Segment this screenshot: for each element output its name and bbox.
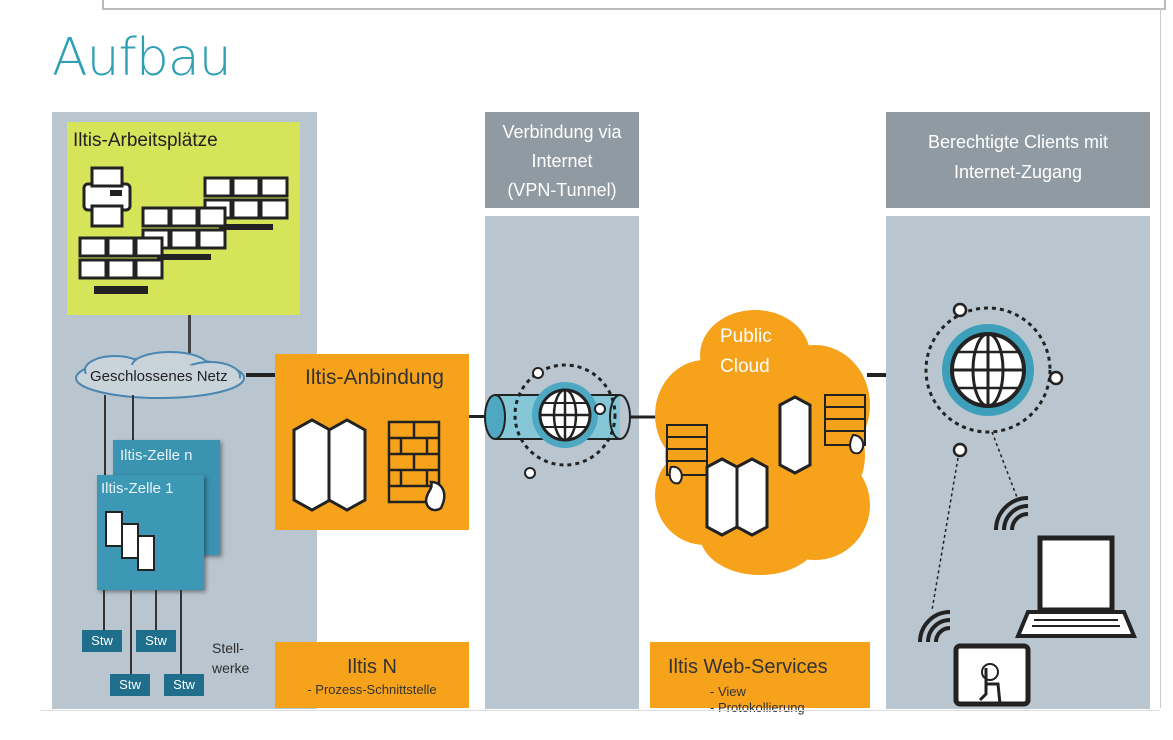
cell-n-label: Iltis-Zelle n bbox=[120, 447, 193, 464]
firewall-icon bbox=[666, 424, 708, 485]
right-frame-line bbox=[1160, 8, 1161, 708]
clients-header bbox=[886, 112, 1150, 208]
clients-header-line1: Berechtigte Clients mit bbox=[927, 132, 1109, 152]
public-cloud-line2: Cloud bbox=[720, 356, 770, 377]
server-icon bbox=[705, 395, 812, 537]
printer-icon bbox=[82, 166, 132, 228]
firewall-icon bbox=[824, 394, 866, 455]
connector-line bbox=[130, 590, 132, 675]
cell-1-label: Iltis-Zelle 1 bbox=[101, 480, 174, 497]
web-services-item2: - Protokollierung bbox=[710, 700, 805, 715]
page-title: Aufbau bbox=[52, 28, 232, 88]
connector-line bbox=[469, 415, 494, 418]
firewall-icon bbox=[387, 420, 446, 512]
vpn-header bbox=[485, 112, 639, 208]
anbindung-label: Iltis-Anbindung bbox=[305, 366, 444, 389]
stellwerke-label-line1: Stell- bbox=[212, 640, 244, 656]
wifi-icon bbox=[918, 610, 951, 643]
web-services-item1: - View bbox=[710, 684, 746, 699]
connector-line bbox=[246, 373, 276, 377]
connector-line bbox=[104, 395, 106, 485]
laptop-icon bbox=[1015, 535, 1137, 638]
workstations-label: Iltis-Arbeitsplätze bbox=[73, 130, 218, 151]
iltis-n-title: Iltis N bbox=[347, 656, 397, 678]
tablet-icon bbox=[953, 643, 1031, 707]
servers-icon bbox=[105, 511, 155, 571]
public-cloud-line1: Public bbox=[720, 326, 772, 347]
connector-line bbox=[188, 315, 191, 353]
closed-network-label: Geschlossenes Netz bbox=[90, 368, 228, 385]
iltis-n-subtitle: - Prozess-Schnittstelle bbox=[307, 682, 437, 697]
monitor-group-icon bbox=[78, 236, 164, 294]
workstations-icons bbox=[78, 166, 289, 294]
stw-box: Stw bbox=[82, 630, 122, 652]
clients-header-line2: Internet-Zugang bbox=[953, 162, 1083, 182]
globe-icon bbox=[942, 324, 1034, 416]
wifi-icon bbox=[994, 496, 1029, 531]
vpn-tunnel bbox=[484, 363, 685, 479]
top-frame bbox=[102, 0, 1166, 10]
stw-box: Stw bbox=[136, 630, 176, 652]
stellwerke-label-line2: werke bbox=[212, 660, 250, 676]
web-services-title: Iltis Web-Services bbox=[668, 656, 828, 678]
vpn-header-line3: (VPN-Tunnel) bbox=[507, 180, 617, 200]
globe-icon bbox=[532, 382, 598, 448]
bottom-border bbox=[40, 710, 1160, 711]
vpn-panel bbox=[485, 216, 639, 709]
stw-box: Stw bbox=[164, 674, 204, 696]
stw-box: Stw bbox=[110, 674, 150, 696]
vpn-header-line1: Verbindung via bbox=[502, 122, 622, 142]
connector-line bbox=[155, 590, 157, 630]
connector-line bbox=[103, 590, 105, 630]
iltis-n-box bbox=[275, 642, 469, 708]
anbindung-icons bbox=[292, 418, 446, 512]
web-services-box bbox=[650, 642, 870, 708]
public-cloud bbox=[655, 310, 870, 575]
connector-line bbox=[132, 395, 134, 440]
vpn-header-line2: Internet bbox=[531, 151, 593, 171]
closed-network-cloud bbox=[75, 351, 245, 399]
server-icon bbox=[292, 418, 367, 512]
connector-line bbox=[180, 590, 182, 675]
clients-icons bbox=[918, 302, 1137, 707]
